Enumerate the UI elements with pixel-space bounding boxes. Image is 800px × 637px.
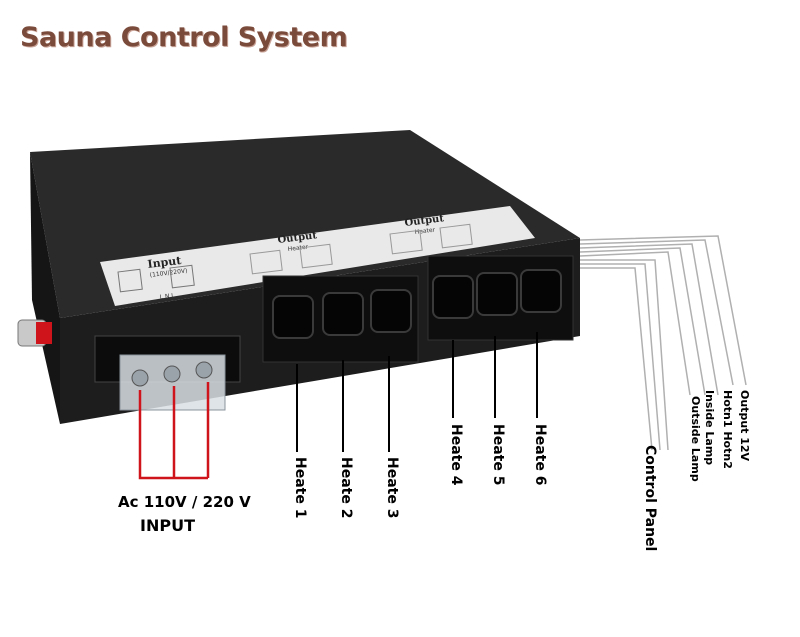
heater-2-label: Heate 2 — [338, 457, 354, 519]
inside-lamp-label: Inside Lamp — [703, 390, 716, 466]
heater-4-socket — [432, 275, 474, 319]
heater-6-socket — [520, 269, 562, 313]
heater-3-label: Heate 3 — [384, 457, 400, 519]
sticker-output-label-2: Output — [404, 213, 445, 229]
sticker-socket-icon — [389, 229, 423, 255]
input-voltage-label: Ac 110V / 220 V — [118, 493, 251, 511]
input-label: INPUT — [140, 516, 195, 535]
sticker-output-label-1: Output — [277, 230, 318, 246]
output-12v-label: Output 12V — [738, 390, 751, 462]
heater-1-socket — [272, 295, 314, 339]
sticker-socket-icon — [169, 264, 195, 289]
sticker-input-label: Input — [147, 254, 183, 271]
terminal-screw — [131, 369, 149, 387]
control-cables — [579, 235, 747, 451]
sticker-socket-icon — [439, 223, 473, 249]
heater-4-label: Heate 4 — [448, 424, 464, 486]
fuse-cap — [36, 322, 52, 344]
sticker-socket-icon — [249, 249, 283, 275]
heater-1-label: Heate 1 — [292, 457, 308, 519]
heater-5-socket — [476, 272, 518, 316]
terminal-screw — [195, 361, 213, 379]
sticker-input-sub: (110V/220V) — [149, 267, 187, 279]
hotn-label: Hotn1 Hotn2 — [721, 390, 734, 469]
panel-sticker — [100, 206, 535, 306]
sticker-socket-icon — [117, 268, 143, 293]
device-side — [30, 152, 60, 424]
heater-2-socket — [322, 292, 364, 336]
heater-3-socket — [370, 289, 412, 333]
heater-wires — [296, 332, 538, 452]
outside-lamp-label: Outside Lamp — [689, 396, 702, 482]
heater-6-label: Heate 6 — [532, 424, 548, 486]
sticker-output-sub-2: Heater — [414, 226, 436, 235]
sticker-output-sub-1: Heater — [287, 243, 309, 252]
control-panel-label: Control Panel — [642, 445, 658, 552]
heater-5-label: Heate 5 — [490, 424, 506, 486]
terminal-screw — [163, 365, 181, 383]
page-title: Sauna Control System — [20, 22, 348, 53]
input-wires — [138, 382, 210, 480]
sticker-input-pins: L N L — [159, 292, 175, 301]
sticker-socket-icon — [299, 243, 333, 269]
